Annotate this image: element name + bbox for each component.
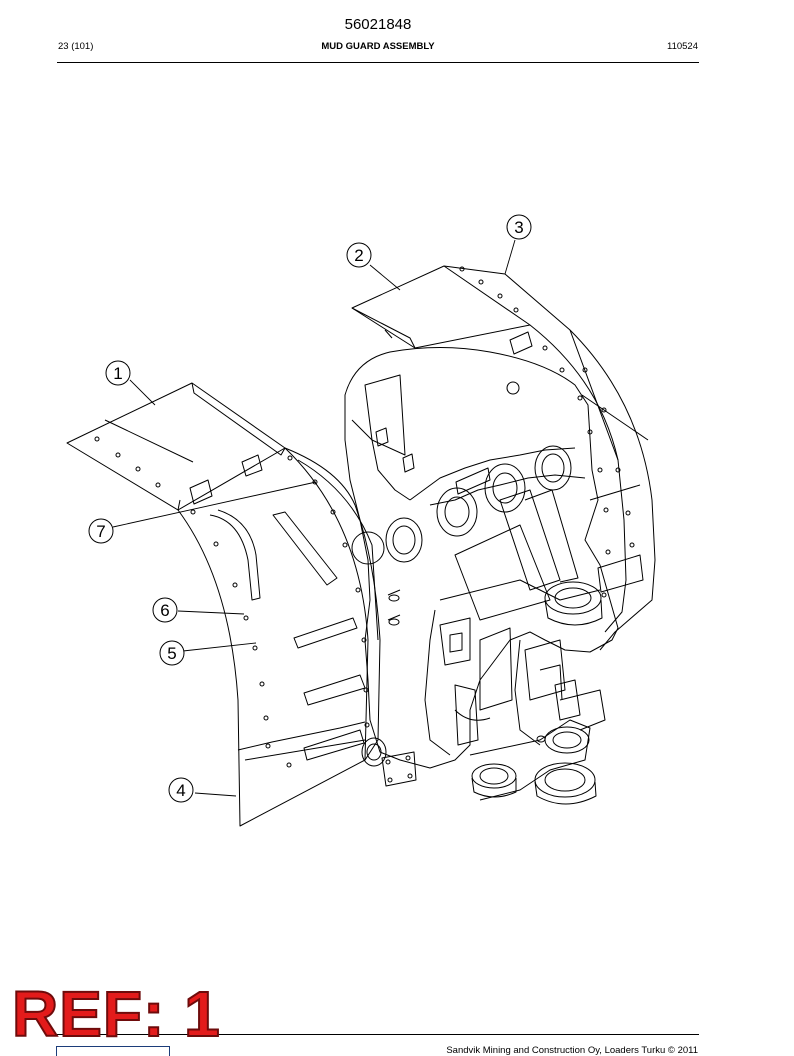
company-logo — [56, 1046, 170, 1056]
rear-frame — [344, 329, 619, 769]
callout-1: 1 — [105, 360, 131, 386]
svg-text:7: 7 — [96, 522, 105, 541]
callout-6: 6 — [152, 597, 178, 623]
mud-guard-3 — [443, 265, 656, 651]
callout-leaders — [112, 239, 516, 797]
callout-7: 7 — [88, 518, 114, 544]
callout-4: 4 — [168, 777, 194, 803]
mud-guard-4 — [177, 447, 381, 827]
mud-guard-2 — [351, 265, 533, 355]
svg-text:1: 1 — [113, 364, 122, 383]
svg-text:2: 2 — [354, 246, 363, 265]
callout-2: 2 — [346, 242, 372, 268]
callout-3: 3 — [506, 214, 532, 240]
footer-rule — [57, 1034, 699, 1035]
date-code: 110524 — [667, 41, 698, 52]
svg-text:5: 5 — [167, 644, 176, 663]
svg-text:4: 4 — [176, 781, 185, 800]
mud-guard-1 — [66, 382, 286, 511]
callout-5: 5 — [159, 640, 185, 666]
pivot-bushings — [361, 445, 603, 805]
footer-copyright: Sandvik Mining and Construction Oy, Load… — [446, 1045, 698, 1055]
page-title: MUD GUARD ASSEMBLY — [321, 41, 435, 52]
reference-stamp: REF: 1 — [11, 978, 221, 1050]
svg-text:6: 6 — [160, 601, 169, 620]
svg-text:3: 3 — [514, 218, 523, 237]
document-number: 56021848 — [344, 16, 412, 33]
page-indicator: 23 (101) — [58, 41, 94, 52]
header-rule — [57, 62, 699, 63]
